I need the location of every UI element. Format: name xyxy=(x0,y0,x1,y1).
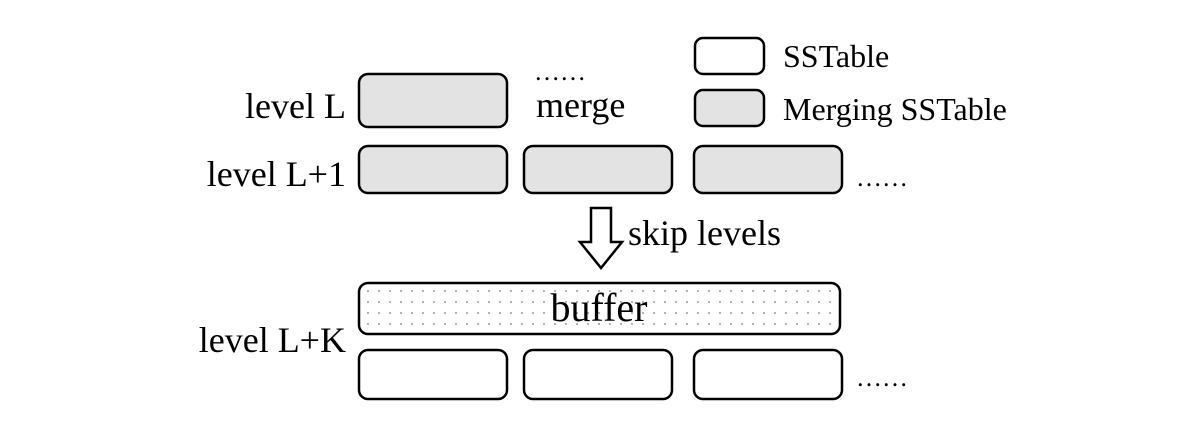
skip-levels-label: skip levels xyxy=(628,213,781,253)
level-lk-ellipsis: …… xyxy=(856,363,908,392)
legend-merging-label: Merging SSTable xyxy=(783,91,1007,127)
level-l1-sstable-2 xyxy=(522,144,674,195)
skip-down-arrow-icon xyxy=(577,206,625,270)
level-lk-label: level L+K xyxy=(199,320,346,360)
legend-sstable-swatch xyxy=(693,36,766,76)
buffer-box xyxy=(357,281,842,336)
legend-sstable-label: SSTable xyxy=(783,38,889,74)
level-l1-sstable-1 xyxy=(357,144,509,195)
merge-label: merge xyxy=(536,85,625,125)
level-l1-ellipsis: …… xyxy=(856,163,908,192)
level-lk-sstable-3 xyxy=(692,348,844,401)
level-l1-label: level L+1 xyxy=(207,154,346,194)
level-l1-sstable-3 xyxy=(692,144,844,195)
level-l-label: level L xyxy=(245,86,346,126)
buffer-label: buffer xyxy=(551,285,648,330)
level-lk-sstable-2 xyxy=(522,348,674,401)
legend-merging-swatch xyxy=(693,88,766,128)
merge-dots: …… xyxy=(534,57,586,86)
level-lk-sstable-1 xyxy=(357,348,509,401)
level-l-merging-sstable xyxy=(357,72,509,129)
